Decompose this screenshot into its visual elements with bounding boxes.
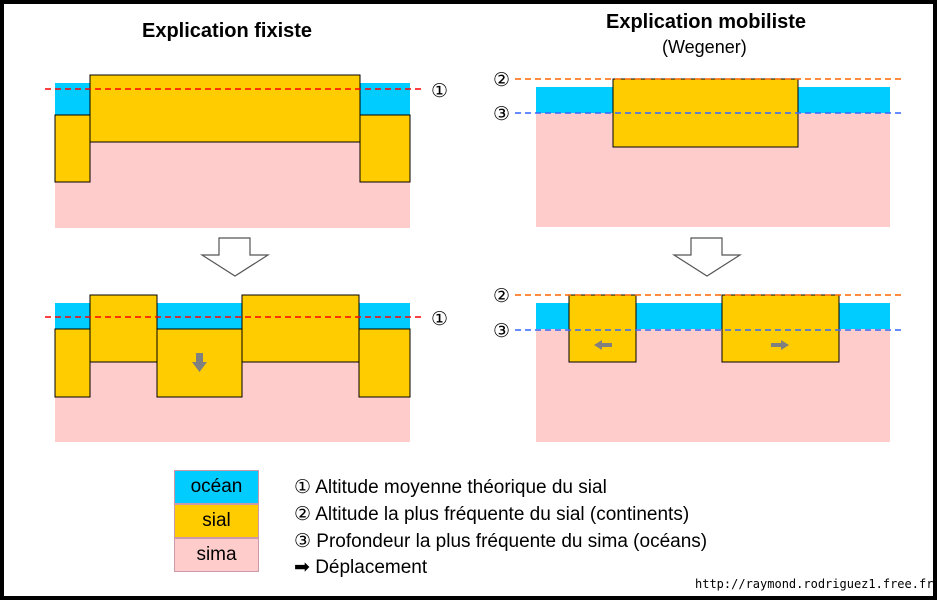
marker-3: ③ bbox=[493, 320, 510, 342]
left-arrow-icon bbox=[594, 340, 612, 350]
legend-sima: sima bbox=[174, 538, 259, 572]
sial-block bbox=[54, 328, 91, 398]
sial-continent bbox=[89, 74, 361, 143]
sial-block bbox=[241, 294, 360, 363]
sial-block bbox=[358, 328, 411, 398]
legend-item-profondeur-frequente: ③ Profondeur la plus fréquente du sima (… bbox=[294, 531, 708, 552]
down-arrow-icon bbox=[192, 353, 207, 372]
legend-sial: sial bbox=[174, 504, 259, 538]
sima-layer bbox=[55, 142, 410, 228]
legend-item-altitude-moyenne: ① Altitude moyenne théorique du sial bbox=[294, 477, 607, 498]
subtitle-wegener: (Wegener) bbox=[662, 37, 747, 57]
sial-block-right bbox=[359, 114, 411, 183]
sial-continent-left bbox=[568, 294, 637, 363]
title-fixiste: Explication fixiste bbox=[142, 20, 313, 42]
sial-block bbox=[89, 294, 158, 363]
legend-item-altitude-frequente: ② Altitude la plus fréquente du sial (co… bbox=[294, 504, 690, 525]
marker-2: ② bbox=[493, 69, 510, 91]
sial-continent-right bbox=[721, 294, 840, 363]
marker-2: ② bbox=[493, 285, 510, 307]
right-arrow-icon bbox=[771, 340, 789, 350]
transition-arrow-right bbox=[671, 237, 743, 277]
legend-ocean: océan bbox=[174, 470, 259, 504]
mobiliste-after-diagram: ② ③ bbox=[493, 285, 902, 442]
fixiste-before-diagram: ① bbox=[45, 74, 448, 228]
transition-arrow-left bbox=[199, 237, 271, 277]
legend-item-deplacement: ➡ Déplacement bbox=[294, 557, 428, 578]
sial-block-left bbox=[54, 114, 91, 183]
marker-1: ① bbox=[431, 80, 448, 102]
title-mobiliste: Explication mobiliste bbox=[606, 11, 807, 33]
marker-1: ① bbox=[431, 308, 448, 330]
fixiste-after-diagram: ① bbox=[45, 294, 448, 442]
marker-3: ③ bbox=[493, 103, 510, 125]
credit-url: http://raymond.rodriguez1.free.fr bbox=[695, 577, 934, 591]
mobiliste-before-diagram: ② ③ bbox=[493, 69, 902, 227]
